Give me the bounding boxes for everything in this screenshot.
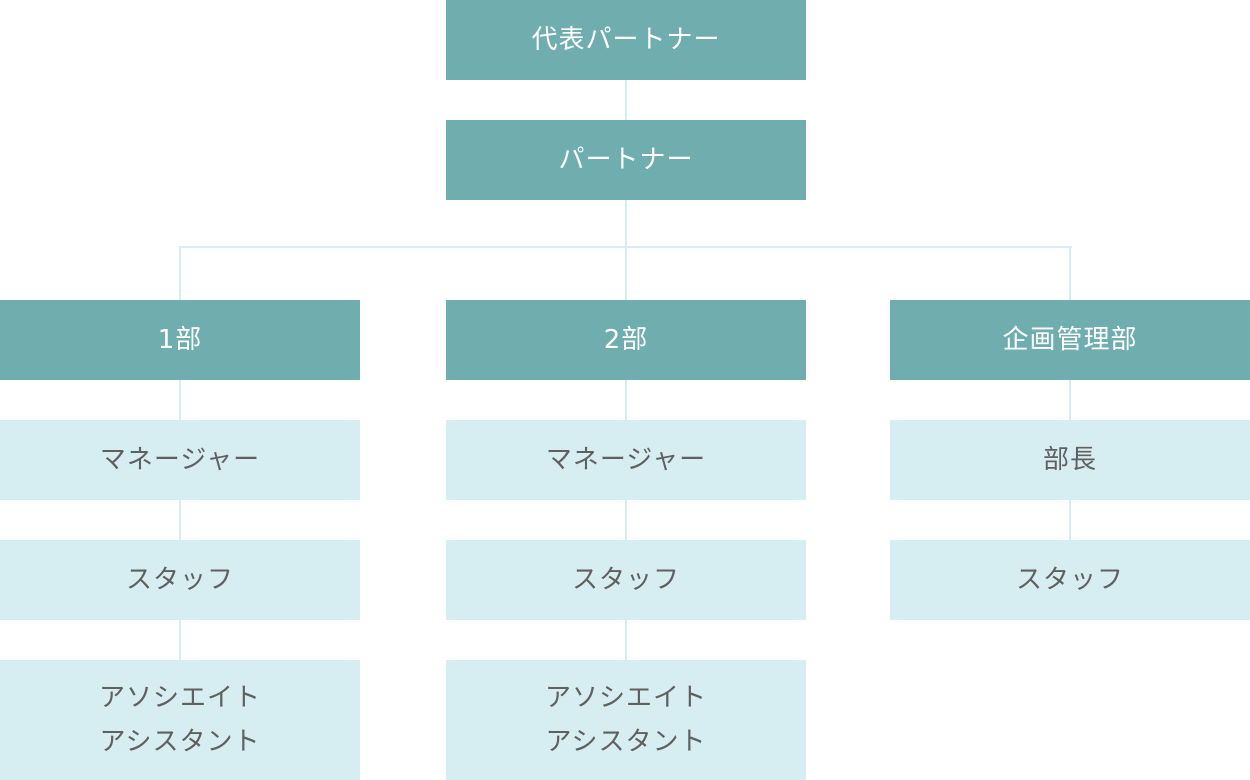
connector-branch-dept3 [1069,246,1071,300]
box-partner: パートナー [446,120,806,200]
box-dept-1: 1部 [0,300,360,380]
box-dept-1-manager: マネージャー [0,420,360,500]
connector-partner-branch [625,200,627,300]
connector-dept2-role1 [625,380,627,420]
box-dept-planning-management: 企画管理部 [890,300,1250,380]
connector-branch-horizontal [179,246,1072,248]
connector-dept3-role2 [1069,500,1071,540]
connector-dept1-role1 [179,380,181,420]
box-dept-2: 2部 [446,300,806,380]
connector-top-partner [625,80,627,120]
connector-dept2-role3 [625,620,627,660]
box-dept-1-associate-assistant: アソシエイト アシスタント [0,660,360,780]
connector-dept2-role2 [625,500,627,540]
box-dept-2-associate-assistant: アソシエイト アシスタント [446,660,806,780]
connector-dept3-role1 [1069,380,1071,420]
connector-dept1-role2 [179,500,181,540]
connector-branch-dept1 [179,246,181,300]
box-representative-partner: 代表パートナー [446,0,806,80]
box-dept-1-staff: スタッフ [0,540,360,620]
box-dept-planning-staff: スタッフ [890,540,1250,620]
box-dept-2-staff: スタッフ [446,540,806,620]
connector-dept1-role3 [179,620,181,660]
box-dept-planning-head: 部長 [890,420,1250,500]
box-dept-2-manager: マネージャー [446,420,806,500]
